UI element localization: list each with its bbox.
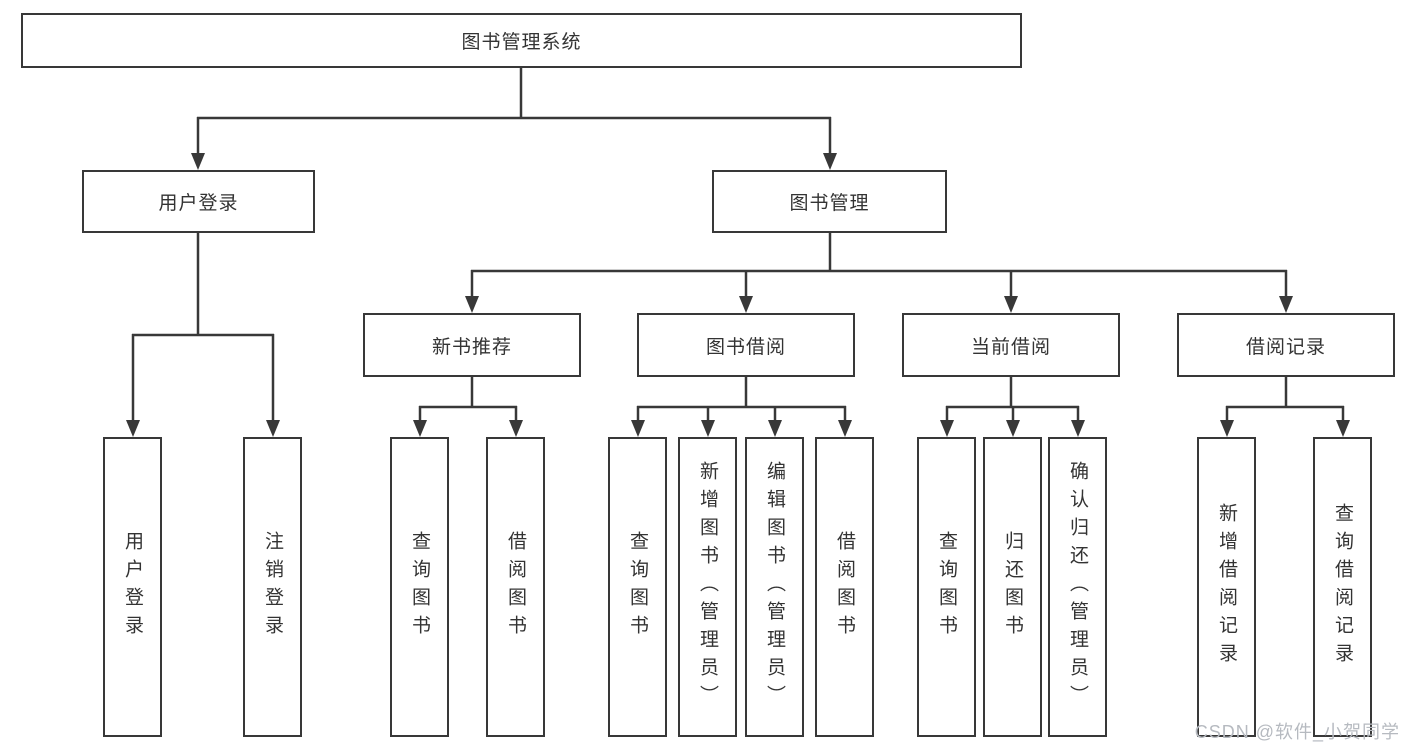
leaf-bb-query-books: 查询图书 bbox=[608, 437, 667, 737]
leaf-cb-return-books: 归还图书 bbox=[983, 437, 1042, 737]
leaf-br-add-record-label: 新增借阅记录 bbox=[1216, 503, 1237, 671]
connector-bookmgmt-to-level3 bbox=[465, 233, 1293, 313]
node-user-login: 用户登录 bbox=[82, 170, 315, 233]
leaf-nb-borrow-books: 借阅图书 bbox=[486, 437, 545, 737]
node-current-borrow: 当前借阅 bbox=[902, 313, 1120, 377]
node-user-login-label: 用户登录 bbox=[158, 193, 239, 214]
node-book-borrow-label: 图书借阅 bbox=[705, 336, 786, 358]
node-new-books: 新书推荐 bbox=[363, 313, 581, 377]
node-book-borrow: 图书借阅 bbox=[637, 313, 855, 377]
leaf-br-add-record: 新增借阅记录 bbox=[1197, 437, 1256, 737]
node-borrow-records: 借阅记录 bbox=[1177, 313, 1395, 377]
connector-borrowrecords-to-leaves bbox=[1220, 377, 1350, 437]
leaf-bb-borrow-books-label: 借阅图书 bbox=[834, 531, 855, 643]
node-new-books-label: 新书推荐 bbox=[431, 336, 512, 358]
leaf-cb-confirm-return-admin: 确认归还（管理员） bbox=[1048, 437, 1107, 737]
connector-newbooks-to-leaves bbox=[413, 377, 523, 437]
leaf-user-login: 用户登录 bbox=[103, 437, 162, 737]
leaf-br-query-record: 查询借阅记录 bbox=[1313, 437, 1372, 737]
leaf-bb-edit-books-admin-label: 编辑图书（管理员） bbox=[764, 461, 785, 713]
node-root-label: 图书管理系统 bbox=[461, 32, 582, 53]
node-root-system: 图书管理系统 bbox=[21, 13, 1022, 68]
node-book-mgmt: 图书管理 bbox=[712, 170, 947, 233]
connector-bookborrow-to-leaves bbox=[631, 377, 852, 437]
leaf-br-query-record-label: 查询借阅记录 bbox=[1332, 503, 1353, 671]
node-book-mgmt-label: 图书管理 bbox=[789, 193, 870, 214]
connector-currentborrow-to-leaves bbox=[940, 377, 1085, 437]
leaf-nb-query-books-label: 查询图书 bbox=[409, 531, 430, 643]
leaf-nb-query-books: 查询图书 bbox=[390, 437, 449, 737]
leaf-cb-query-books: 查询图书 bbox=[917, 437, 976, 737]
leaf-bb-borrow-books: 借阅图书 bbox=[815, 437, 874, 737]
leaf-cb-return-books-label: 归还图书 bbox=[1002, 531, 1023, 643]
leaf-bb-add-books-admin-label: 新增图书（管理员） bbox=[697, 461, 718, 713]
connector-userlogin-to-leaves bbox=[126, 233, 280, 437]
connector-root-to-level2 bbox=[191, 68, 837, 170]
leaf-logout: 注销登录 bbox=[243, 437, 302, 737]
leaf-bb-add-books-admin: 新增图书（管理员） bbox=[678, 437, 737, 737]
leaf-nb-borrow-books-label: 借阅图书 bbox=[505, 531, 526, 643]
leaf-bb-query-books-label: 查询图书 bbox=[627, 531, 648, 643]
csdn-watermark: CSDN @软件_小贺同学 bbox=[1194, 722, 1400, 742]
node-borrow-records-label: 借阅记录 bbox=[1245, 336, 1326, 358]
leaf-cb-query-books-label: 查询图书 bbox=[936, 531, 957, 643]
leaf-user-login-label: 用户登录 bbox=[122, 531, 143, 643]
node-current-borrow-label: 当前借阅 bbox=[970, 336, 1051, 358]
leaf-cb-confirm-return-admin-label: 确认归还（管理员） bbox=[1067, 461, 1088, 713]
leaf-bb-edit-books-admin: 编辑图书（管理员） bbox=[745, 437, 804, 737]
leaf-logout-label: 注销登录 bbox=[262, 531, 283, 643]
